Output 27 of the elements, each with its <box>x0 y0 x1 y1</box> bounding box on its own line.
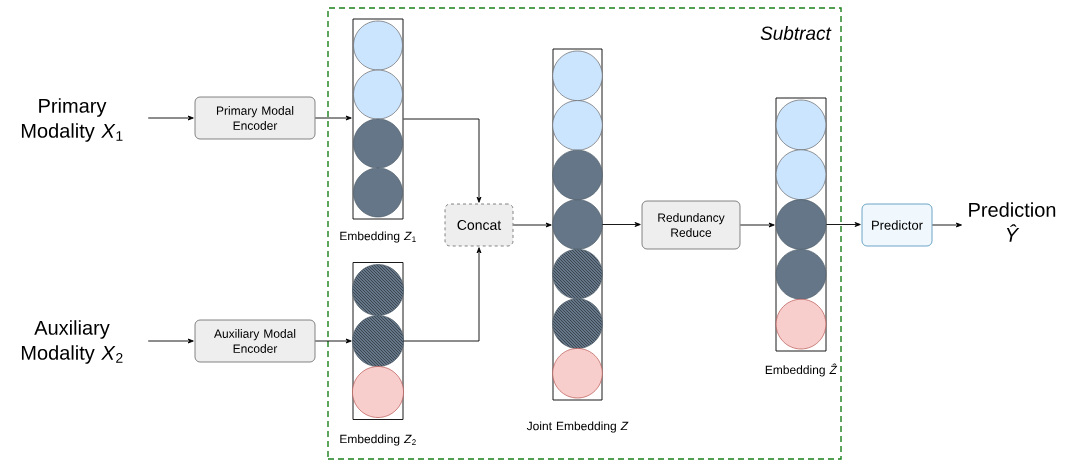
arrow <box>826 222 861 227</box>
process-box: Auxiliary Modal Encoder <box>194 319 316 363</box>
arrow <box>403 247 482 342</box>
embedding-label: Joint Embedding Z <box>526 421 629 433</box>
embedding-label: Embedding Ẑ <box>765 363 838 377</box>
process-box: Primary Modal Encoder <box>194 96 316 140</box>
input-label: Auxiliary Modality X$_{2}$ <box>21 320 123 364</box>
process-box: Redundancy Reduce <box>641 200 741 250</box>
embedding-vector <box>352 264 404 367</box>
arrow <box>739 222 775 228</box>
input-label: Primary Modality X$_{1}$ <box>21 98 123 142</box>
embedding-label: Embedding Z$_{1}$ <box>340 231 416 243</box>
embedding-vector <box>552 48 603 401</box>
arrow <box>931 222 962 228</box>
arrow <box>512 222 552 228</box>
predictor-box: Predictor <box>861 203 933 247</box>
embedding-vector <box>552 248 603 349</box>
input-label: Prediction Ŷ <box>969 202 1056 242</box>
arrow <box>314 338 352 344</box>
arrow <box>147 338 194 344</box>
region-title: Subtract <box>760 26 832 40</box>
arrow <box>314 115 352 121</box>
arrow <box>147 115 194 121</box>
concat-box: Concat <box>444 203 514 247</box>
embedding-label: Embedding Z$_{2}$ <box>340 434 416 446</box>
arrow <box>403 118 482 203</box>
arrow <box>602 222 641 227</box>
